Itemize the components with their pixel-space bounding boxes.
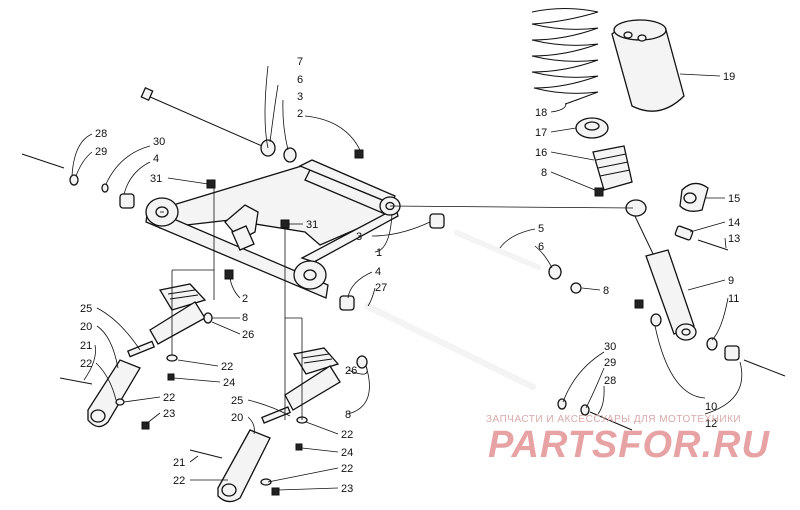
callout-label: 22 bbox=[221, 361, 233, 373]
leader-lines bbox=[71, 65, 743, 491]
callout-label: 31 bbox=[306, 219, 318, 231]
callout-label: 23 bbox=[163, 408, 175, 420]
shock-bolt-bottom bbox=[634, 299, 786, 377]
spring-seat bbox=[575, 117, 609, 139]
callout-label: 17 bbox=[535, 127, 547, 139]
callout-label: 21 bbox=[173, 457, 185, 469]
callout-label: 26 bbox=[345, 365, 357, 377]
callout-label: 18 bbox=[535, 107, 547, 119]
callout-label: 4 bbox=[375, 266, 381, 278]
callout-label: 12 bbox=[705, 418, 717, 430]
spring-boot bbox=[611, 19, 685, 112]
callout-label: 30 bbox=[604, 341, 616, 353]
callout-label: 8 bbox=[541, 167, 547, 179]
callout-label: 22 bbox=[341, 429, 353, 441]
footrest-assembly-right bbox=[189, 347, 368, 503]
callout-label: 22 bbox=[80, 358, 92, 370]
shock-bolt-top bbox=[674, 225, 729, 251]
callout-label: 5 bbox=[538, 223, 544, 235]
callout-label: 15 bbox=[728, 193, 740, 205]
callout-label: 3 bbox=[356, 231, 362, 243]
callout-label: 6 bbox=[538, 241, 544, 253]
callout-label: 22 bbox=[341, 463, 353, 475]
callout-label: 16 bbox=[535, 147, 547, 159]
long-bolt-top bbox=[140, 86, 263, 147]
callout-label: 10 bbox=[705, 401, 717, 413]
a-arm bbox=[145, 159, 401, 299]
callout-label: 8 bbox=[603, 285, 609, 297]
callout-label: 20 bbox=[80, 321, 92, 333]
callout-label: 4 bbox=[153, 153, 159, 165]
bushing-top bbox=[260, 139, 364, 163]
callout-label: 8 bbox=[345, 409, 351, 421]
callout-label: 25 bbox=[80, 303, 92, 315]
callout-label: 11 bbox=[728, 293, 739, 305]
callout-label: 29 bbox=[604, 357, 616, 369]
callout-label: 30 bbox=[153, 136, 165, 148]
coil-spring bbox=[531, 8, 599, 105]
callout-label: 6 bbox=[297, 74, 303, 86]
callout-label: 28 bbox=[604, 375, 616, 387]
callout-label: 26 bbox=[242, 329, 254, 341]
cross-shaft-upper bbox=[453, 229, 582, 294]
callout-label: 24 bbox=[223, 377, 235, 389]
callout-label: 28 bbox=[95, 128, 107, 140]
watermark-logo: PARTSFOR.RU bbox=[488, 424, 770, 466]
callout-label: 23 bbox=[341, 483, 353, 495]
callout-label: 21 bbox=[80, 340, 92, 352]
callout-label: 27 bbox=[375, 282, 387, 294]
callout-label: 22 bbox=[173, 475, 185, 487]
callout-labels: 7 6 3 2 28 29 30 4 31 31 3 1 4 27 5 6 8 … bbox=[80, 56, 740, 495]
shock-mount bbox=[679, 182, 709, 212]
callout-label: 9 bbox=[728, 275, 734, 287]
callout-label: 8 bbox=[242, 312, 248, 324]
nut-arm-left bbox=[224, 269, 234, 280]
callout-label: 29 bbox=[95, 146, 107, 158]
callout-label: 2 bbox=[297, 108, 303, 120]
callout-label: 25 bbox=[231, 395, 243, 407]
cross-shaft-lower bbox=[363, 302, 633, 431]
callout-label: 14 bbox=[728, 217, 740, 229]
callout-label: 13 bbox=[728, 233, 740, 245]
bolt-left bbox=[21, 153, 135, 209]
bump-stop bbox=[592, 145, 633, 197]
callout-label: 3 bbox=[297, 91, 303, 103]
callout-label: 7 bbox=[297, 56, 303, 68]
callout-label: 20 bbox=[231, 412, 243, 424]
callout-label: 31 bbox=[150, 173, 162, 185]
callout-label: 24 bbox=[341, 447, 353, 459]
bushing-right bbox=[339, 213, 445, 311]
shock-absorber bbox=[625, 199, 697, 341]
callout-label: 2 bbox=[242, 293, 248, 305]
reference-lines bbox=[160, 188, 634, 420]
callout-label: 22 bbox=[163, 392, 175, 404]
watermark-caption: ЗАПЧАСТИ И АКСЕССУАРЫ ДЛЯ МОТОТЕХНИКИ bbox=[486, 414, 742, 425]
callout-label: 1 bbox=[376, 247, 382, 259]
callout-label: 19 bbox=[723, 71, 735, 83]
